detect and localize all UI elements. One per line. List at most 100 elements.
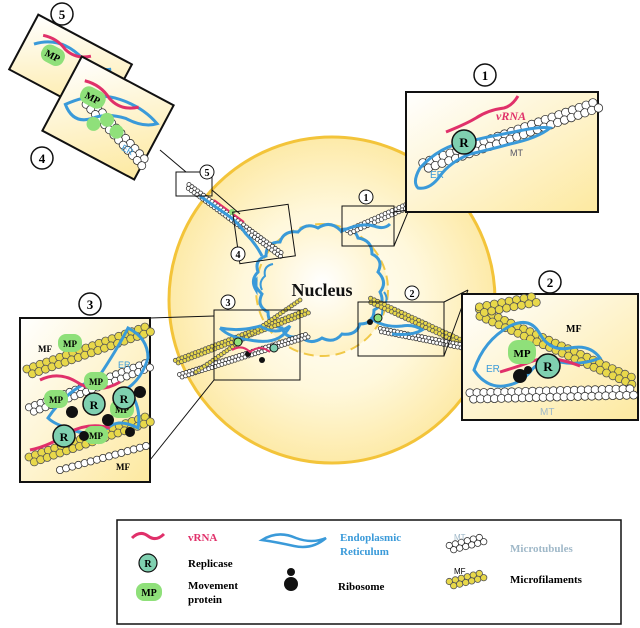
panel-1-er bbox=[413, 126, 554, 190]
panel-1-number: 1 bbox=[473, 63, 497, 87]
filament-bead bbox=[468, 541, 476, 549]
nucleus-label: Nucleus bbox=[291, 280, 352, 300]
cell-step-3: 3 bbox=[220, 294, 236, 310]
filament-bead bbox=[462, 578, 470, 587]
filament-bead bbox=[137, 161, 147, 171]
svg-text:1: 1 bbox=[364, 193, 369, 204]
svg-text:4: 4 bbox=[236, 250, 241, 261]
legend-mf-icon bbox=[445, 569, 488, 590]
filament-bead bbox=[145, 327, 155, 337]
panel-1-er-label: ER bbox=[430, 170, 444, 181]
svg-text:MP: MP bbox=[63, 339, 77, 349]
legend-ribosome-icon bbox=[284, 568, 298, 591]
filament-bead bbox=[487, 306, 497, 316]
panel-2-microtubule bbox=[465, 384, 638, 404]
svg-text:2: 2 bbox=[410, 289, 415, 300]
legend-microfilaments-label: Microfilaments bbox=[510, 574, 583, 586]
legend-vrna-icon bbox=[130, 531, 166, 541]
cell-er-4 bbox=[199, 194, 264, 257]
legend-mp-label-2: protein bbox=[188, 594, 222, 606]
legend-replicase-label: Replicase bbox=[188, 558, 233, 570]
legend-er-label-2: Reticulum bbox=[340, 546, 389, 558]
filament-bead bbox=[480, 574, 488, 582]
panel-3-number: 3 bbox=[78, 292, 102, 316]
svg-text:R: R bbox=[120, 392, 129, 406]
panel-1-vrna-label: vRNA bbox=[496, 109, 526, 123]
legend-replicase-icon bbox=[138, 553, 158, 573]
svg-text:MP: MP bbox=[89, 377, 103, 387]
filament-bead bbox=[297, 297, 303, 303]
svg-text:3: 3 bbox=[226, 298, 231, 309]
filament-bead bbox=[450, 546, 458, 554]
cell-step-2: 2 bbox=[404, 285, 420, 301]
panel-1-mt-label: MT bbox=[510, 148, 523, 158]
filament-bead bbox=[145, 417, 155, 427]
svg-text:MP: MP bbox=[89, 431, 103, 441]
panel-2-ribosome bbox=[513, 369, 527, 383]
zoom-box-4 bbox=[232, 203, 296, 265]
svg-text:R: R bbox=[144, 559, 152, 570]
panel-4: MP ER bbox=[41, 55, 175, 181]
filament-bead bbox=[456, 544, 464, 552]
svg-text:2: 2 bbox=[547, 275, 554, 290]
panel-5-number: 5 bbox=[50, 2, 74, 26]
filament-bead bbox=[468, 577, 476, 585]
svg-text:R: R bbox=[459, 135, 469, 150]
cell-er-2 bbox=[369, 316, 425, 336]
panel-1: R vRNA ER MT bbox=[405, 91, 604, 213]
legend-mp-icon bbox=[136, 583, 162, 601]
zoom-box-3 bbox=[213, 309, 301, 381]
filament-bead bbox=[145, 363, 154, 372]
cell-step-5: 5 bbox=[199, 164, 215, 180]
panel-3-er-label: ER bbox=[118, 360, 131, 370]
legend-mt-icon bbox=[445, 533, 488, 554]
legend-vrna-label: vRNA bbox=[188, 532, 217, 544]
nuclear-er-rim bbox=[251, 223, 385, 343]
filament-bead bbox=[474, 539, 482, 547]
panel-2: MP R MF ER MT bbox=[461, 292, 639, 421]
svg-text:MF: MF bbox=[454, 567, 466, 576]
svg-text:1: 1 bbox=[482, 68, 489, 83]
filament-bead bbox=[305, 334, 311, 340]
panel-2-mt-label: MT bbox=[540, 407, 554, 418]
svg-text:MP: MP bbox=[513, 348, 530, 360]
panel-2-replicase bbox=[535, 353, 561, 379]
legend-mp-label-1: Movement bbox=[188, 580, 238, 592]
svg-text:3: 3 bbox=[87, 297, 94, 312]
filament-bead bbox=[479, 307, 489, 317]
filament-bead bbox=[524, 299, 534, 309]
panel-1-vrna bbox=[445, 95, 520, 134]
svg-text:5: 5 bbox=[59, 7, 66, 22]
filament-bead bbox=[141, 441, 150, 450]
filament-bead bbox=[517, 300, 526, 310]
filament-bead bbox=[509, 302, 519, 312]
zoom-box-1 bbox=[341, 205, 395, 247]
svg-text:R: R bbox=[60, 430, 69, 444]
legend: vRNA R Replicase MP Movement protein End… bbox=[116, 519, 622, 625]
panel-2-number: 2 bbox=[538, 270, 562, 294]
svg-text:MP: MP bbox=[141, 588, 157, 599]
svg-text:MT: MT bbox=[454, 533, 466, 542]
cell-step-1: 1 bbox=[358, 189, 374, 205]
filament-bead bbox=[494, 305, 504, 315]
svg-text:MP: MP bbox=[49, 395, 63, 405]
filament-bead bbox=[462, 542, 470, 551]
legend-ribosome-label: Ribosome bbox=[338, 581, 385, 593]
zoom-box-5 bbox=[175, 171, 213, 197]
filament-bead bbox=[593, 103, 604, 113]
legend-er-icon bbox=[258, 533, 327, 549]
panel-3-mf-top: MF bbox=[38, 344, 52, 354]
filament-bead bbox=[480, 538, 488, 546]
filament-bead bbox=[629, 390, 638, 400]
svg-text:R: R bbox=[543, 359, 553, 374]
svg-text:4: 4 bbox=[39, 151, 46, 166]
svg-text:5: 5 bbox=[205, 168, 210, 179]
legend-microtubules-label: Microtubules bbox=[510, 543, 573, 555]
zoom-box-2 bbox=[357, 301, 445, 357]
svg-text:R: R bbox=[90, 398, 99, 412]
legend-er-label-1: Endoplasmic bbox=[340, 532, 401, 544]
filament-bead bbox=[531, 297, 541, 307]
panel-2-er-label: ER bbox=[486, 364, 500, 375]
panel-1-replicase bbox=[451, 129, 477, 155]
